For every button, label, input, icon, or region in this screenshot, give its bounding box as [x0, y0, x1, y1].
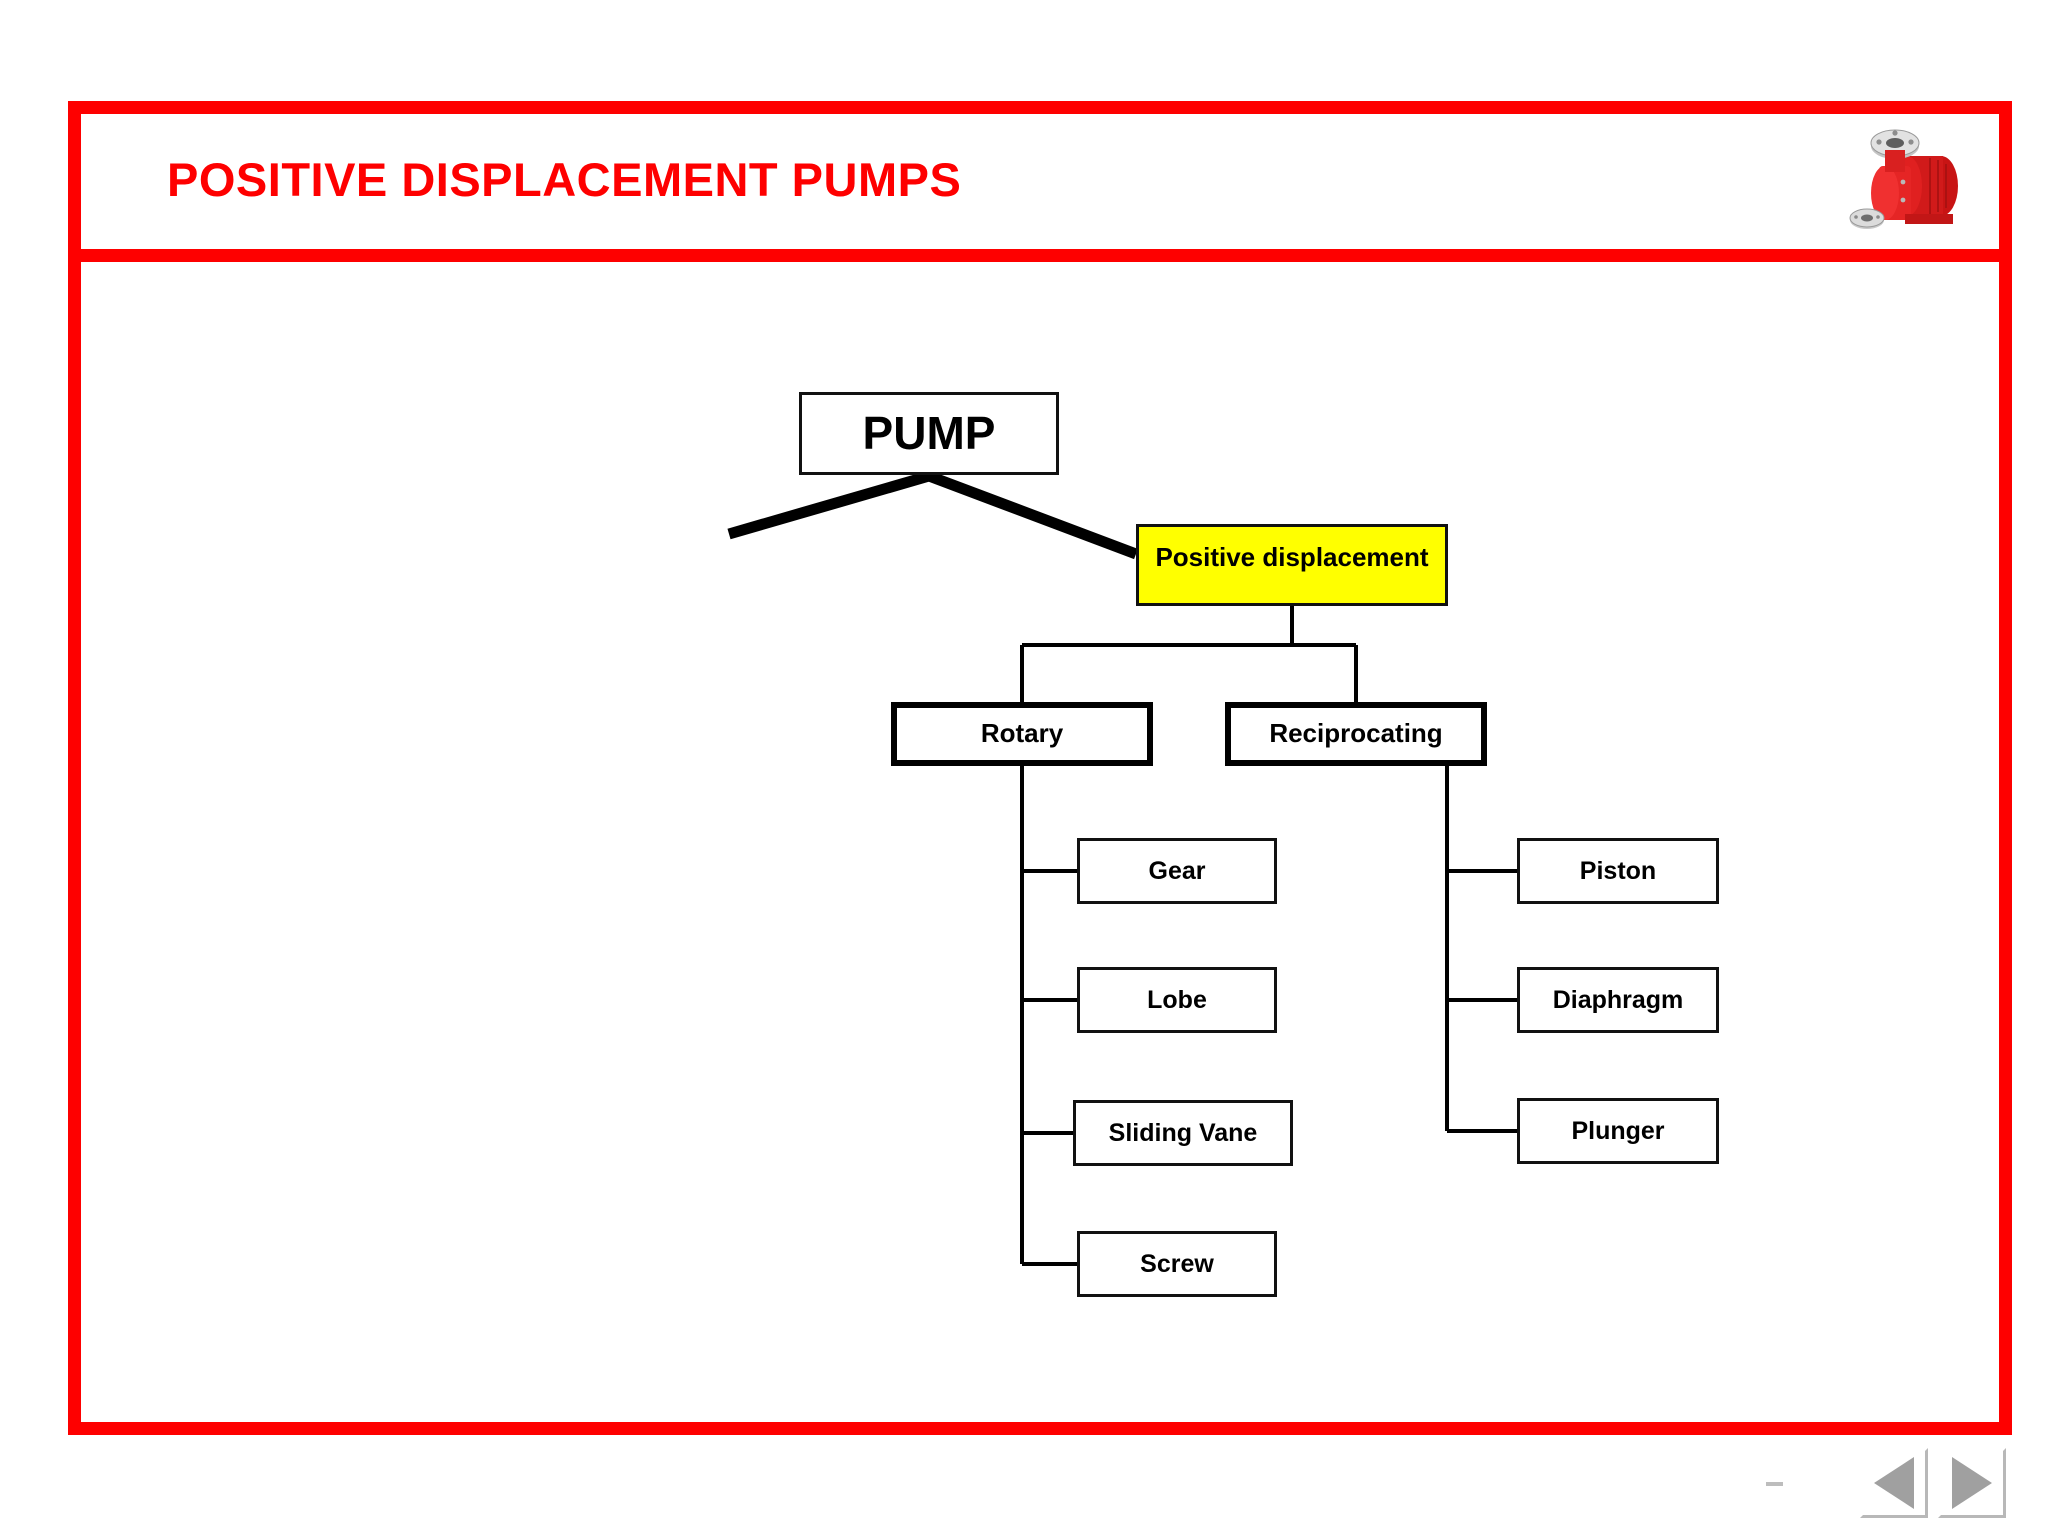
node-screw[interactable]: Screw	[1077, 1231, 1277, 1297]
triangle-right-icon	[1952, 1457, 1992, 1509]
node-positive-displacement[interactable]: Positive displacement	[1136, 524, 1448, 606]
page-title: POSITIVE DISPLACEMENT PUMPS	[167, 153, 962, 206]
node-plunger-label: Plunger	[1571, 1116, 1665, 1145]
node-diaphragm[interactable]: Diaphragm	[1517, 967, 1719, 1033]
node-pump[interactable]: PUMP	[799, 392, 1059, 475]
pump-photo-logo	[1845, 120, 1977, 244]
node-pump-label: PUMP	[862, 407, 996, 460]
slide-header: POSITIVE DISPLACEMENT PUMPS	[81, 114, 1999, 262]
node-gear[interactable]: Gear	[1077, 838, 1277, 904]
node-lobe[interactable]: Lobe	[1077, 967, 1277, 1033]
node-rotary-label: Rotary	[980, 718, 1064, 749]
slide-frame: POSITIVE DISPLACEMENT PUMPS	[68, 101, 2012, 1435]
node-reciprocating[interactable]: Reciprocating	[1225, 702, 1487, 766]
node-reciprocating-label: Reciprocating	[1269, 718, 1443, 749]
diagram-canvas: PUMP Positive displacement Rotary Recipr…	[81, 262, 1999, 1422]
node-plunger[interactable]: Plunger	[1517, 1098, 1719, 1164]
slide-dash-icon	[1766, 1482, 1783, 1486]
node-diaphragm-label: Diaphragm	[1552, 985, 1684, 1014]
node-sliding-vane[interactable]: Sliding Vane	[1073, 1100, 1293, 1166]
node-gear-label: Gear	[1148, 856, 1206, 885]
previous-slide-button[interactable]	[1860, 1448, 1928, 1518]
triangle-left-icon	[1874, 1457, 1914, 1509]
slide-navigation	[1758, 1448, 2038, 1528]
node-screw-label: Screw	[1140, 1249, 1214, 1278]
node-piston[interactable]: Piston	[1517, 838, 1719, 904]
node-piston-label: Piston	[1579, 856, 1657, 885]
node-rotary[interactable]: Rotary	[891, 702, 1153, 766]
node-positive-displacement-label: Positive displacement	[1155, 542, 1429, 572]
node-lobe-label: Lobe	[1147, 985, 1207, 1014]
next-slide-button[interactable]	[1938, 1448, 2006, 1518]
node-sliding-vane-label: Sliding Vane	[1108, 1118, 1258, 1147]
